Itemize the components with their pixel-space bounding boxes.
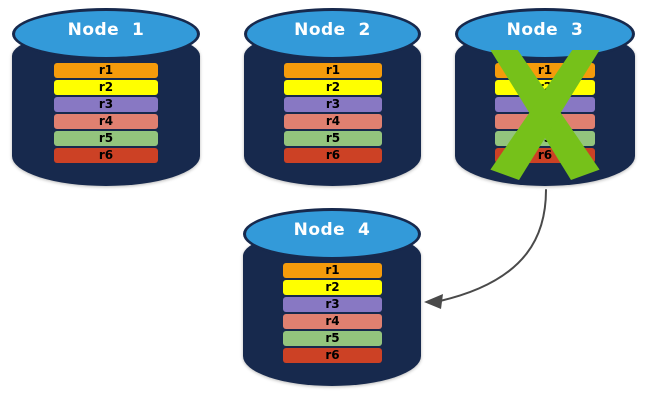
row-bar-r1[interactable]: r1 (54, 63, 158, 78)
row-bar-r1[interactable]: r1 (283, 263, 382, 278)
row-bar-r5[interactable]: r5 (283, 331, 382, 346)
node-row-list: r1 r2 r3 r4 r5 r6 (243, 208, 421, 386)
row-bar-r6[interactable]: r6 (54, 148, 158, 163)
row-bar-r2[interactable]: r2 (284, 80, 382, 95)
row-bar-r6[interactable]: r6 (283, 348, 382, 363)
row-bar-r3[interactable]: r3 (283, 297, 382, 312)
row-bar-r3[interactable]: r3 (284, 97, 382, 112)
row-bar-r4[interactable]: r4 (495, 114, 595, 129)
row-bar-r3[interactable]: r3 (54, 97, 158, 112)
node-top-ellipse (244, 8, 421, 60)
row-bar-r5[interactable]: r5 (495, 131, 595, 146)
row-bar-r4[interactable]: r4 (284, 114, 382, 129)
row-bar-r2[interactable]: r2 (283, 280, 382, 295)
row-bar-r6[interactable]: r6 (284, 148, 382, 163)
row-bar-r1[interactable]: r1 (284, 63, 382, 78)
row-bar-r2[interactable]: r2 (54, 80, 158, 95)
node-top-ellipse (243, 208, 421, 260)
node-row-list: r1 r2 r3 r4 r5 r6 (12, 8, 200, 186)
row-bar-r5[interactable]: r5 (54, 131, 158, 146)
row-bar-r4[interactable]: r4 (283, 314, 382, 329)
node-row-list: r1 r2 r3 r4 r5 r6 (455, 8, 635, 186)
node-row-list: r1 r2 r3 r4 r5 r6 (244, 8, 421, 186)
row-bar-r1[interactable]: r1 (495, 63, 595, 78)
row-bar-r4[interactable]: r4 (54, 114, 158, 129)
row-bar-r6[interactable]: r6 (495, 148, 595, 163)
row-bar-r5[interactable]: r5 (284, 131, 382, 146)
row-bar-r2[interactable]: r2 (495, 80, 595, 95)
row-bar-r3[interactable]: r3 (495, 97, 595, 112)
node-top-ellipse (12, 8, 200, 60)
